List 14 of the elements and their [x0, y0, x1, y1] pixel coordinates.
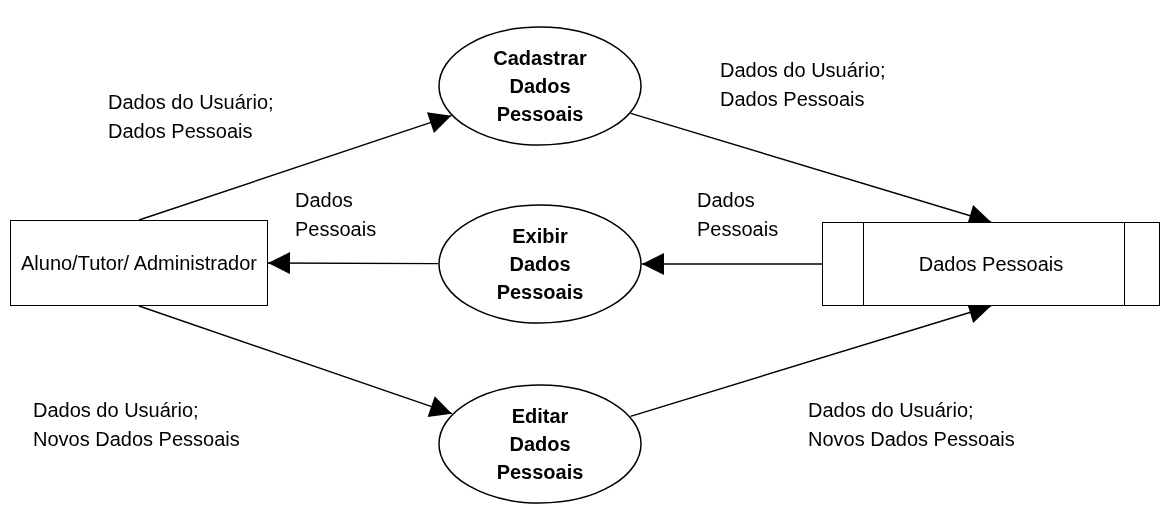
- process-ellipse: [438, 204, 642, 324]
- node-label: Exibir Dados Pessoais: [495, 224, 585, 305]
- process-ellipse: [438, 384, 642, 504]
- process-ellipse: [438, 26, 642, 146]
- node-label: Cadastrar Dados Pessoais: [492, 46, 588, 127]
- node-label: Aluno/Tutor/ Administrador: [19, 251, 258, 276]
- arrow: [138, 305, 453, 417]
- arrow: [641, 253, 823, 275]
- node-label: Editar Dados Pessoais: [495, 404, 585, 485]
- data-store: [822, 222, 1160, 306]
- arrow: [267, 252, 439, 275]
- node-label: Dados Pessoais: [917, 252, 1065, 277]
- entity-box: [10, 220, 268, 306]
- arrow: [138, 112, 452, 221]
